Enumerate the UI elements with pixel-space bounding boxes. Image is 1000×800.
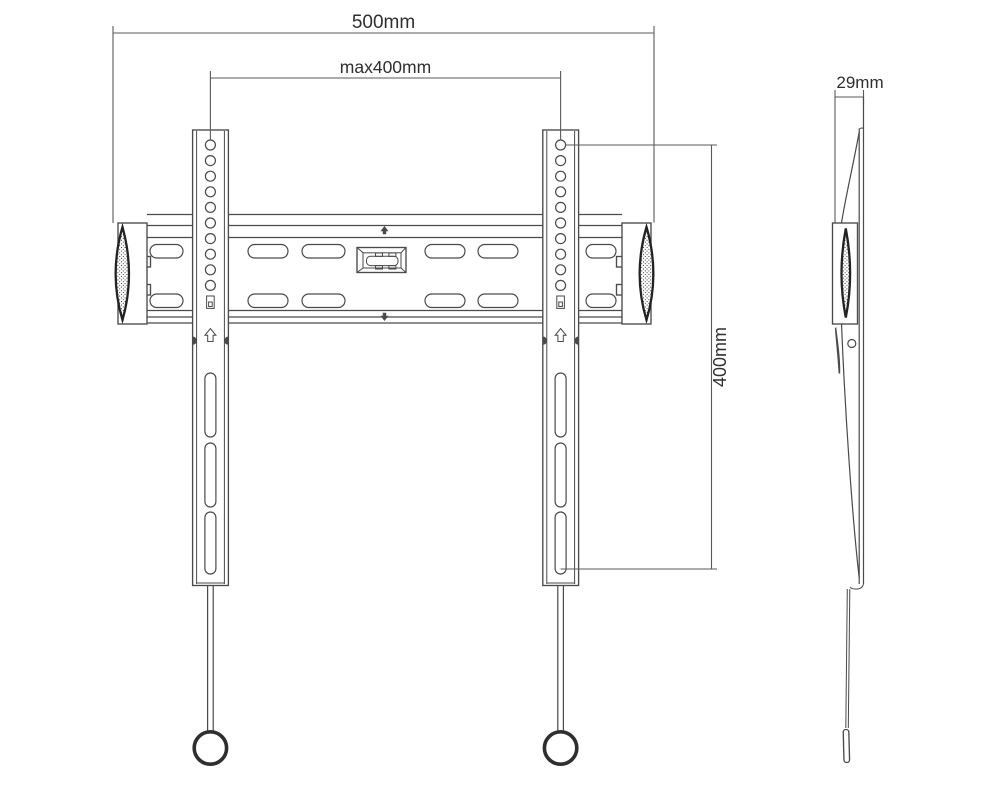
right-vesa-rail [542, 129, 580, 587]
bar-slot-row-bottom [149, 293, 617, 309]
left-pull-string [192, 586, 229, 766]
dimension-max-hole-spacing: max400mm [209, 57, 562, 141]
dimension-label-height: 400mm [710, 327, 730, 387]
left-vesa-rail [191, 129, 230, 587]
dimension-label-max-hole-spacing: max400mm [340, 57, 431, 77]
side-string-tip [842, 728, 851, 764]
side-clip-wedge [834, 327, 841, 374]
dimension-depth: 29mm [834, 73, 884, 223]
rail-holes [204, 139, 216, 291]
rail-holes [554, 139, 567, 291]
side-grip-pad [840, 228, 852, 318]
front-view: 500mm max400mm 400mm [112, 12, 730, 766]
side-profile [831, 97, 865, 764]
right-pull-ring [542, 729, 579, 766]
center-lock-plate [356, 246, 407, 274]
side-screw [847, 338, 857, 349]
center-mark-down-icon [380, 312, 389, 321]
side-pull-string [842, 588, 851, 764]
side-screw-bump [224, 336, 229, 345]
side-screw-bump [574, 336, 579, 345]
center-mark-up-icon [380, 226, 389, 235]
dimension-label-overall-width: 500mm [352, 12, 415, 33]
dimension-height: 400mm [560, 144, 730, 570]
side-view: 29mm [831, 73, 884, 764]
side-screw-bump [192, 336, 197, 345]
side-screw-bump [542, 336, 547, 345]
dimension-label-depth: 29mm [836, 73, 883, 92]
right-end-cap [621, 222, 655, 325]
dimension-overall-width: 500mm [112, 12, 655, 223]
up-arrow-icon [554, 327, 568, 342]
right-pull-string [542, 586, 579, 766]
left-end-cap [114, 222, 148, 325]
up-arrow-icon [203, 327, 217, 342]
left-pull-ring [192, 729, 229, 766]
bar-slot-row-top [149, 243, 617, 259]
